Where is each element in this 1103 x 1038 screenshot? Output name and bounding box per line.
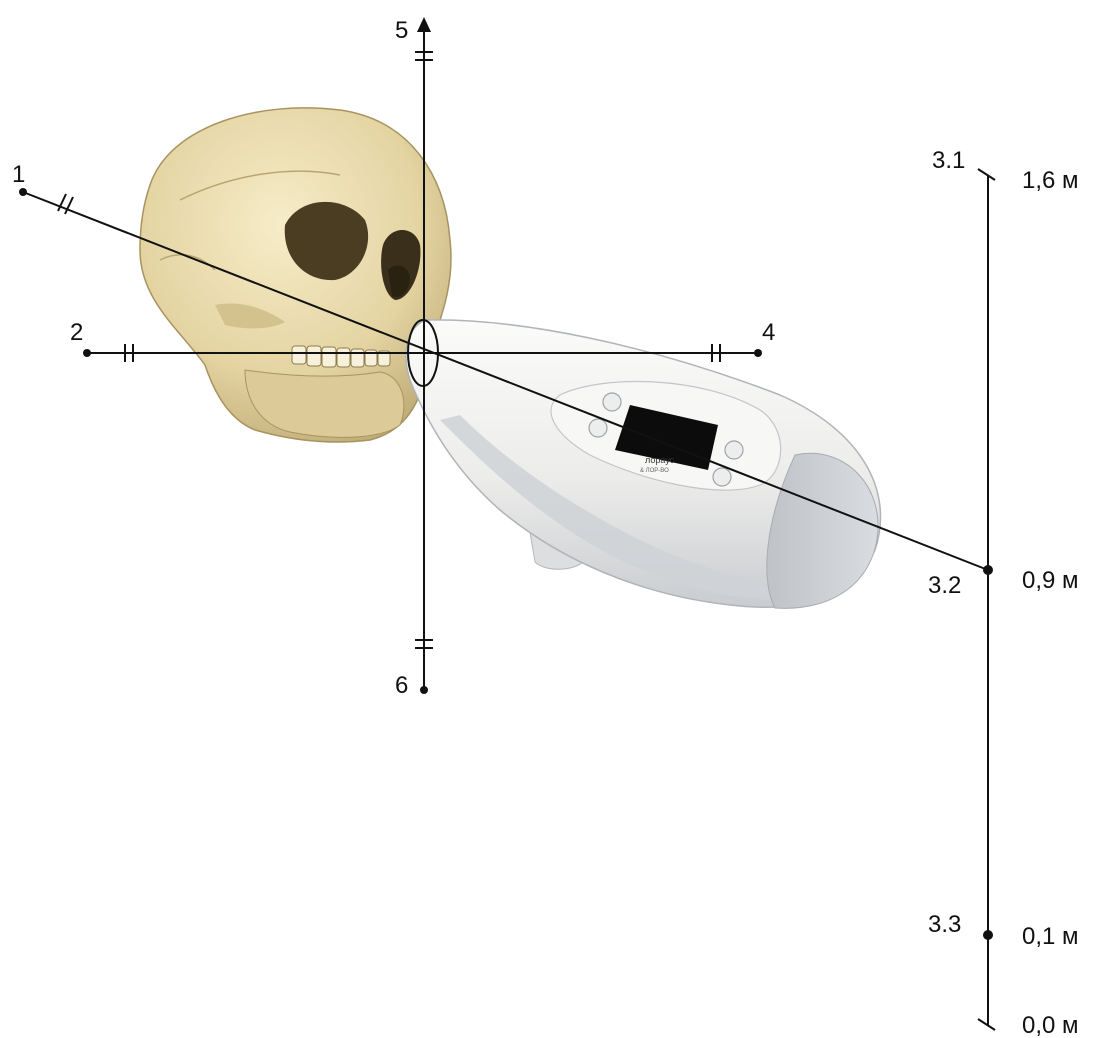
axis-6-point [420,686,428,694]
scale-id-3-3: 3.3 [928,911,961,938]
axis-4-point [754,349,762,357]
device-model-text: & ЛОР-ВО [640,468,669,474]
scale-value-0-0: 0,0 м [1022,1012,1079,1038]
scale-value-0-9: 0,9 м [1022,567,1079,594]
height-scale: 3.1 1,6 м 3.2 0,9 м 3.3 0,1 м 0,0 м [928,147,1079,1038]
axis-label-5: 5 [395,17,408,44]
device-brand-text: лорaус [645,455,675,465]
axis-5-arrow [417,17,431,32]
device-illustration: лорaус & ЛОР-ВО [406,320,881,608]
axis-label-1: 1 [12,161,25,188]
axis-label-2: 2 [70,319,83,346]
axis-label-4: 4 [762,319,775,346]
axis-label-6: 6 [395,672,408,699]
axis-2-point [83,349,91,357]
skull-illustration [140,108,451,442]
scale-id-3-1: 3.1 [932,147,965,174]
scale-value-0-1: 0,1 м [1022,923,1079,950]
scale-id-3-2: 3.2 [928,572,961,599]
scale-value-1-6: 1,6 м [1022,167,1079,194]
scale-point-3-3 [983,930,993,940]
axis-1-point [19,188,27,196]
scale-point-3-2 [983,565,993,575]
